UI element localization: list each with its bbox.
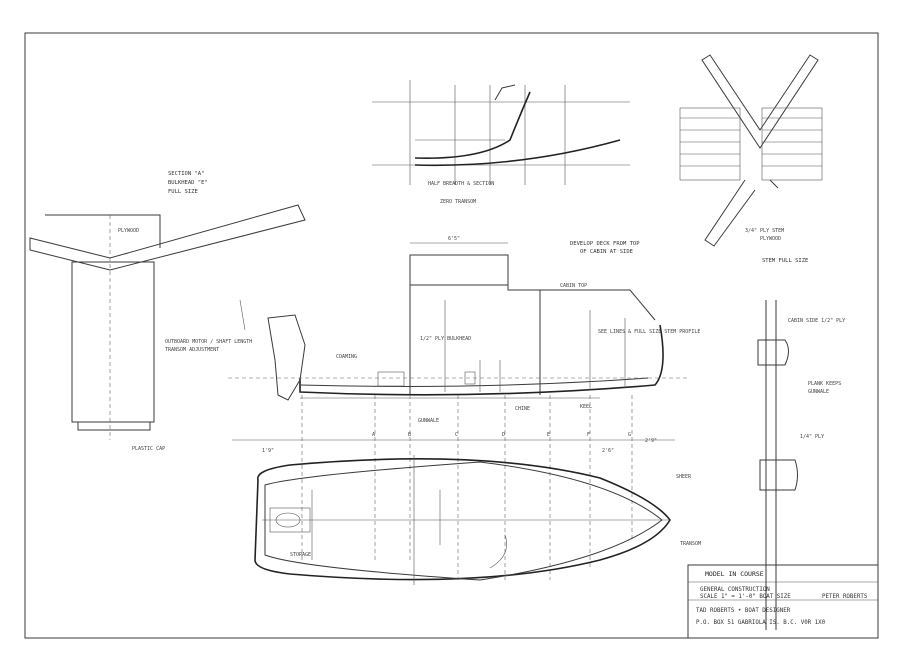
title-line2: GENERAL CONSTRUCTION (700, 587, 770, 593)
title-block: MODEL IN COURSE GENERAL CONSTRUCTION SCA… (687, 564, 879, 639)
right-ply-bottom-label: 1/4" PLY (800, 434, 824, 440)
right-detail-view: CABIN SIDE 1/2" PLY PLANK KEEPS GUNWALE … (757, 300, 845, 630)
station-g: G (628, 432, 631, 438)
motor-note: OUTBOARD MOTOR / SHAFT LENGTH (165, 339, 252, 345)
half-section-view: HALF BREADTH & SECTION ZERO TRANSOM (372, 80, 630, 205)
develop-note2: OF CABIN AT SIDE (580, 249, 633, 255)
dim-cabin-length: 6'5" (448, 236, 460, 242)
cabin-top-label: CABIN TOP (560, 283, 587, 289)
section-label: SECTION "A" (168, 171, 204, 177)
title-line3: SCALE 1" = 1'-0" BOAT SIZE (700, 594, 791, 600)
station-c: C (455, 432, 458, 438)
plan-sheer-label: SHEER (676, 474, 692, 480)
stem-ply-label: 3/4" PLY STEM (745, 228, 784, 234)
bulkhead-label: BULKHEAD "E" (168, 180, 208, 186)
plan-storage-label: STORAGE (290, 552, 311, 558)
plastic-cap-label: PLASTIC CAP (132, 446, 165, 452)
station-dim-2: 2'6" (602, 448, 614, 454)
half-frame-caption: HALF BREADTH & SECTION (428, 181, 494, 187)
stem-ply-label2: PLYWOOD (760, 236, 781, 242)
title-line5: P.O. BOX 51 GABRIOLA IS. B.C. V0R 1X0 (696, 620, 826, 626)
station-d: D (502, 432, 505, 438)
full-size-label: FULL SIZE (168, 189, 198, 195)
station-e: E (547, 432, 550, 438)
station-a: A (372, 432, 375, 438)
title-line4: TAD ROBERTS • BOAT DESIGNER (696, 608, 791, 614)
sheet-border (24, 32, 879, 639)
right-note2: GUNWALE (808, 389, 829, 395)
station-lines: A B C D E F G 1'9" 2'6" 2'9" (232, 395, 675, 580)
motor-note2: TRANSOM ADJUSTMENT (165, 347, 219, 353)
stem-full-size-label: STEM FULL SIZE (762, 258, 808, 264)
station-f: F (587, 432, 590, 438)
bulkhead-section-view: SECTION "A" BULKHEAD "E" FULL SIZE PLYWO… (29, 171, 306, 452)
chine-label: CHINE (515, 406, 530, 412)
coaming-label: COAMING (336, 354, 357, 360)
title-line1: MODEL IN COURSE (705, 570, 764, 578)
half-frame-caption2: ZERO TRANSOM (440, 199, 476, 205)
right-ply-top-label: CABIN SIDE 1/2" PLY (788, 318, 845, 324)
keel-label: KEEL (580, 404, 592, 410)
right-note: PLANK KEEPS (808, 381, 841, 387)
sheer-note: SEE LINES & FULL SIZE STEM PROFILE (598, 329, 700, 335)
stem-detail-view: 3/4" PLY STEM PLYWOOD STEM FULL SIZE (679, 54, 823, 264)
station-dim-1: 1'9" (262, 448, 274, 454)
plan-transom-label: TRANSOM (680, 541, 701, 547)
station-dim-3: 2'9" (645, 438, 657, 444)
title-line3b: PETER ROBERTS (822, 594, 868, 600)
plywood-bulkhead-label: 1/2" PLY BULKHEAD (420, 336, 471, 342)
plan-view: STORAGE SHEER TRANSOM (254, 455, 701, 585)
station-b: B (408, 432, 411, 438)
plywood-section-label: PLYWOOD (118, 228, 139, 234)
develop-note: DEVELOP DECK FROM TOP (570, 241, 640, 247)
gunwale-label: GUNWALE (418, 418, 439, 424)
profile-view: DEVELOP DECK FROM TOP OF CABIN AT SIDE 6… (165, 236, 700, 424)
